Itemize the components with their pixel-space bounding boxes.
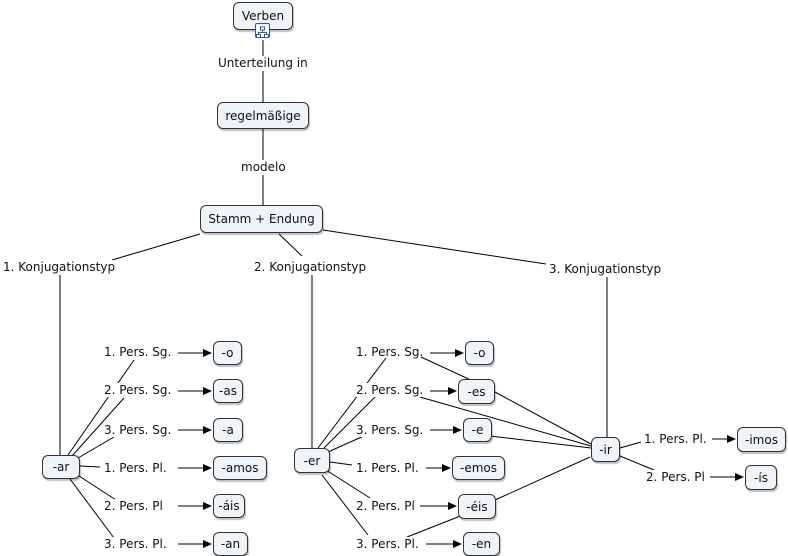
link-label-konjugationstyp-2: 2. Konjugationstyp bbox=[254, 260, 367, 274]
ir-ending-1pl: -imos bbox=[745, 432, 778, 447]
ar-ending-3pl: -an bbox=[220, 537, 241, 551]
link-label-ir-1pl: 1. Pers. Pl. bbox=[644, 432, 707, 446]
er-ending-3sg-node[interactable]: -e bbox=[463, 418, 492, 442]
ir-label: -ir bbox=[599, 442, 612, 457]
ar-ending-2sg-node[interactable]: -as bbox=[213, 379, 243, 403]
er-ending-1sg: -o bbox=[473, 346, 486, 360]
er-ending-3pl-node[interactable]: -en bbox=[463, 532, 500, 556]
ar-ending-3sg: -a bbox=[222, 423, 234, 437]
er-node[interactable]: -er bbox=[294, 448, 330, 473]
er-ending-2pl-node[interactable]: -éis bbox=[458, 494, 496, 519]
ir-node[interactable]: -ir bbox=[591, 437, 620, 462]
link-label-konjugationstyp-1: 1. Konjugationstyp bbox=[3, 260, 116, 274]
er-ending-3pl: -en bbox=[471, 537, 492, 551]
er-label: -er bbox=[303, 453, 321, 468]
link-label-er-2sg: 2. Pers. Sg. bbox=[356, 383, 424, 397]
link-label-er-3pl: 3. Pers. Pl. bbox=[356, 537, 419, 551]
regelmaessige-label: regelmäßige bbox=[225, 108, 301, 123]
ir-ending-2pl-node[interactable]: -ís bbox=[745, 465, 777, 490]
link-label-er-1pl: 1. Pers. Pl. bbox=[356, 461, 419, 475]
er-ending-2sg: -es bbox=[467, 384, 486, 399]
link-label-modelo: modelo bbox=[241, 160, 286, 174]
ir-ending-1pl-node[interactable]: -imos bbox=[737, 427, 786, 452]
stamm-endung-node[interactable]: Stamm + Endung bbox=[200, 205, 323, 233]
er-ending-1pl-node[interactable]: -emos bbox=[452, 456, 505, 480]
ar-ending-1sg: -o bbox=[221, 346, 234, 360]
er-ending-1pl: -emos bbox=[460, 461, 497, 475]
ar-ending-2pl: -áis bbox=[218, 499, 240, 513]
ar-ending-1pl: -amos bbox=[221, 461, 259, 475]
link-label-er-2pl: 2. Pers. Pl bbox=[356, 499, 415, 513]
ar-label: -ar bbox=[52, 460, 70, 474]
regelmaessige-node[interactable]: regelmäßige bbox=[217, 102, 309, 129]
ar-ending-3pl-node[interactable]: -an bbox=[213, 532, 248, 556]
link-label-ar-1pl: 1. Pers. Pl. bbox=[104, 461, 167, 475]
link-label-er-3sg: 3. Pers. Sg. bbox=[356, 423, 424, 437]
ir-ending-2pl: -ís bbox=[754, 470, 768, 485]
stamm-endung-label: Stamm + Endung bbox=[208, 212, 315, 226]
er-ending-1sg-node[interactable]: -o bbox=[465, 341, 494, 365]
link-label-er-1sg: 1. Pers. Sg. bbox=[356, 345, 424, 359]
link-label-ar-3pl: 3. Pers. Pl. bbox=[104, 537, 167, 551]
link-label-ar-1sg: 1. Pers. Sg. bbox=[104, 345, 172, 359]
er-ending-2sg-node[interactable]: -es bbox=[458, 379, 495, 404]
verben-label: Verben bbox=[241, 9, 285, 23]
link-label-ar-2pl: 2. Pers. Pl bbox=[104, 499, 163, 513]
ar-ending-2pl-node[interactable]: -áis bbox=[213, 494, 245, 518]
er-ending-3sg: -e bbox=[471, 423, 484, 437]
concept-map-glyph bbox=[256, 26, 269, 38]
link-label-konjugationstyp-3: 3. Konjugationstyp bbox=[549, 262, 662, 276]
link-label-ar-2sg: 2. Pers. Sg. bbox=[104, 383, 172, 397]
ar-node[interactable]: -ar bbox=[42, 455, 80, 479]
link-label-ar-3sg: 3. Pers. Sg. bbox=[104, 423, 172, 437]
link-label-ir-2pl: 2. Pers. Pl bbox=[646, 470, 705, 484]
ar-ending-1pl-node[interactable]: -amos bbox=[213, 456, 267, 480]
ar-ending-3sg-node[interactable]: -a bbox=[213, 418, 243, 442]
ar-ending-1sg-node[interactable]: -o bbox=[213, 341, 242, 365]
er-ending-2pl: -éis bbox=[466, 499, 488, 514]
concept-map-icon[interactable] bbox=[255, 23, 270, 38]
link-label-unterteilung: Unterteilung in bbox=[218, 56, 308, 70]
ar-ending-2sg: -as bbox=[219, 384, 237, 398]
